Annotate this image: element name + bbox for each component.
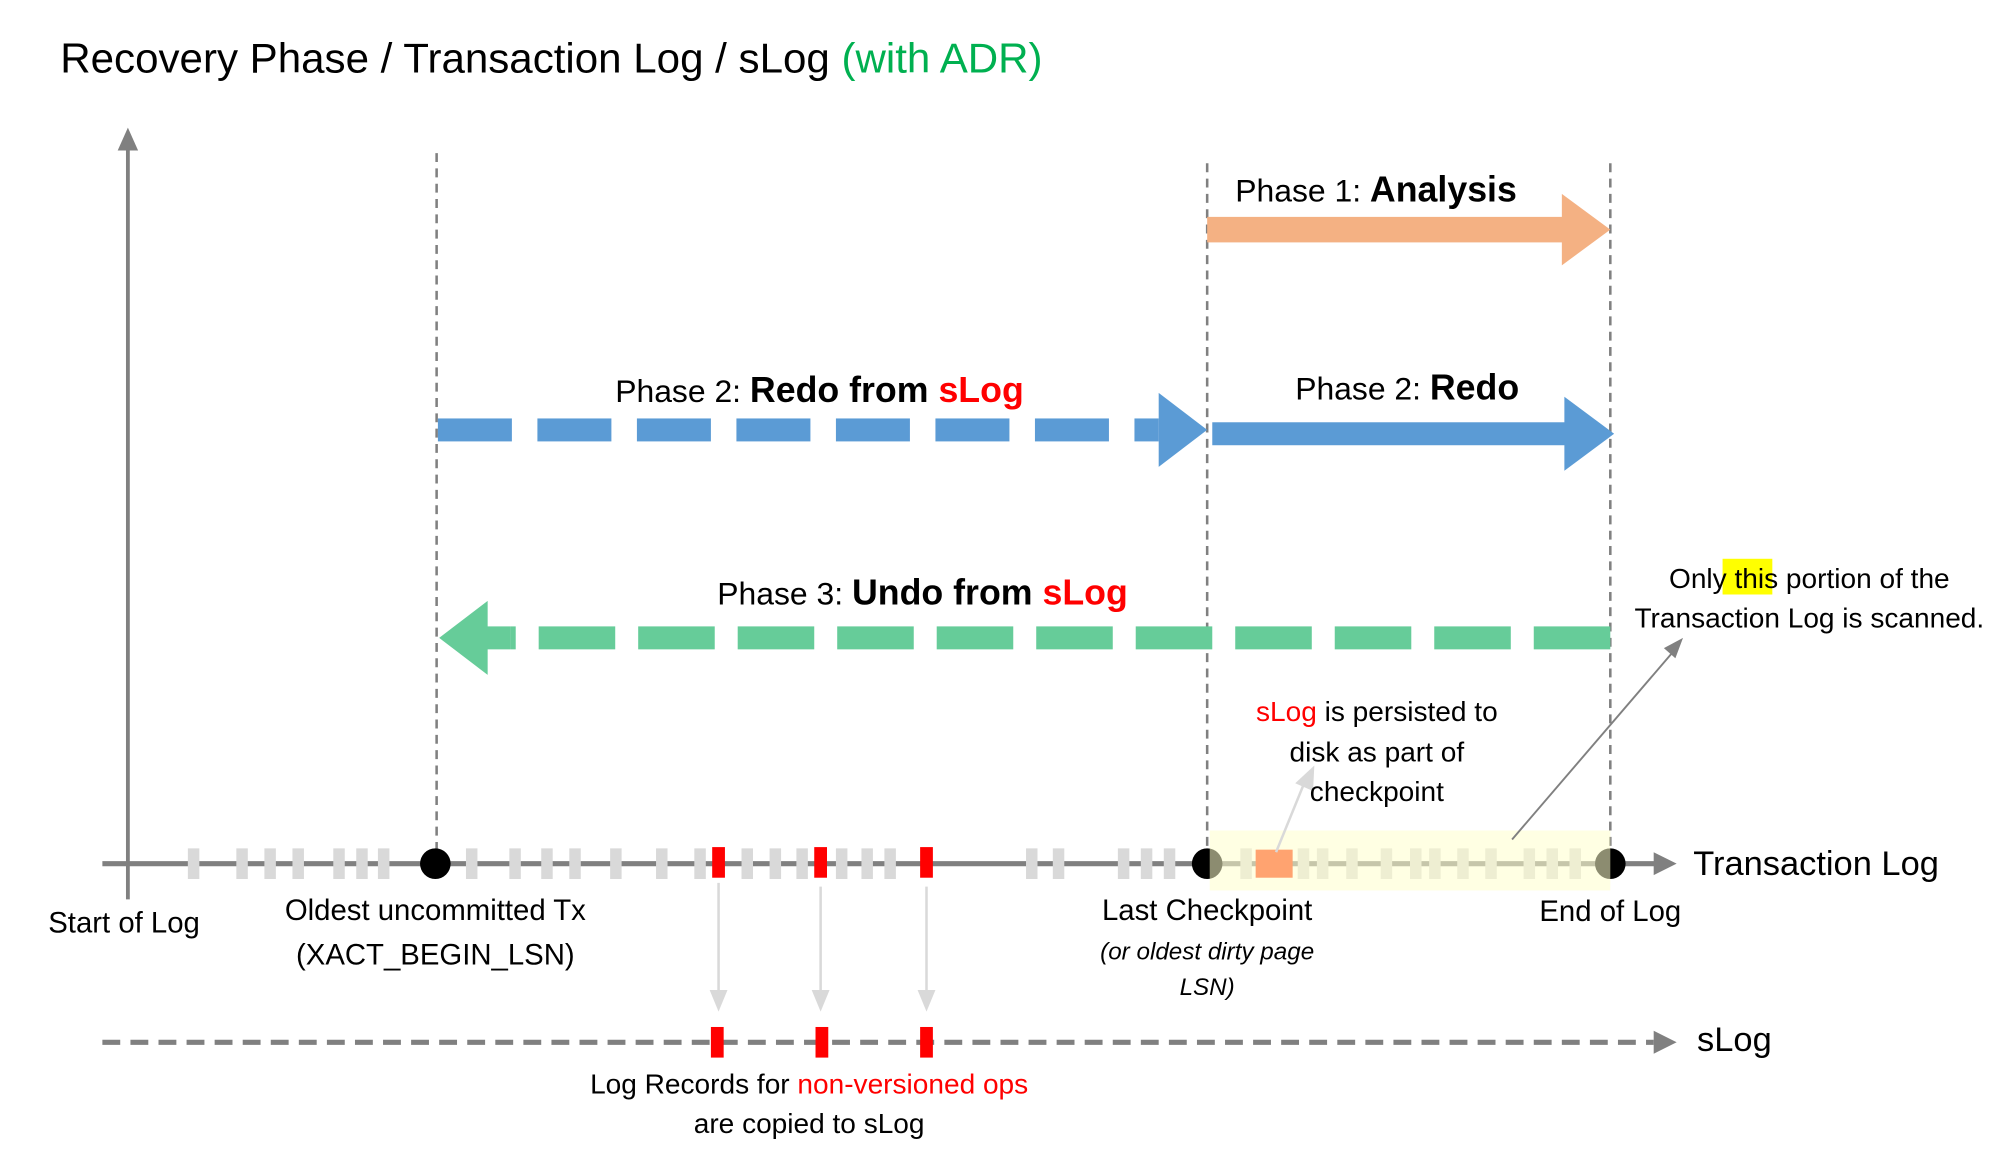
log-record <box>509 848 521 879</box>
log-record <box>1140 848 1153 879</box>
arrow-dash <box>935 418 1010 442</box>
log-record <box>835 848 848 879</box>
persist-note-1: sLog is persisted to <box>1256 696 1498 727</box>
log-record <box>884 848 896 879</box>
log-record <box>264 848 276 879</box>
non-versioned-log-record <box>712 847 725 878</box>
log-record <box>1163 848 1176 879</box>
guide-lines <box>435 153 1612 855</box>
arrow-dash <box>736 418 811 442</box>
undo-from-slog-arrow <box>439 600 1611 675</box>
scan-callout-arrowhead <box>1663 637 1684 659</box>
log-record <box>541 848 553 879</box>
arrow-dash <box>1235 626 1312 650</box>
phase3-label: Phase 3: Undo from sLog <box>717 573 1128 613</box>
start-of-log-label: Start of Log <box>48 907 200 940</box>
slog-label: sLog <box>1697 1021 1772 1059</box>
log-record <box>187 848 200 879</box>
phase2-label: Phase 2: Redo <box>1295 367 1519 407</box>
log-record <box>236 848 248 879</box>
log-record <box>610 848 622 879</box>
persist-note-2: disk as part of <box>1290 737 1465 768</box>
log-record <box>861 848 873 879</box>
arrow-dash <box>1533 626 1611 650</box>
phase1-label: Phase 1: Analysis <box>1235 170 1517 210</box>
arrow-dash <box>538 626 616 650</box>
log-record <box>356 848 368 879</box>
arrow-dash <box>485 626 511 650</box>
end-of-log-label: End of Log <box>1539 895 1681 928</box>
transaction-log-label: Transaction Log <box>1693 845 1939 883</box>
log-record <box>656 848 668 879</box>
scanned-portion-highlight <box>1209 830 1611 891</box>
arrow-dash <box>936 626 1014 650</box>
redo-from-slog-arrow <box>437 392 1208 467</box>
scan-note-1: Only this portion of the <box>1669 563 1950 594</box>
persist-callout-arrowhead <box>1295 765 1315 791</box>
log-record <box>769 848 782 879</box>
records-note-2: are copied to sLog <box>694 1108 925 1139</box>
slog-records <box>710 1026 933 1058</box>
y-axis-arrowhead <box>117 127 139 151</box>
non-versioned-log-record <box>814 847 827 878</box>
slog-arrowhead <box>1653 1030 1677 1054</box>
non-versioned-log-record <box>920 847 933 878</box>
arrow-dash <box>835 418 910 442</box>
analysis-arrow <box>1207 193 1611 266</box>
log-record <box>1026 848 1038 879</box>
log-record <box>333 848 345 879</box>
arrow-dash <box>1135 626 1213 650</box>
arrow-dash <box>737 626 815 650</box>
arrow-dash <box>837 626 914 650</box>
phase2-slog-label: Phase 2: Redo from sLog <box>615 370 1024 410</box>
log-record <box>569 848 581 879</box>
arrow-dash <box>1334 626 1412 650</box>
this-highlight <box>1722 558 1773 595</box>
scan-note-2: Transaction Log is scanned. <box>1634 603 1984 634</box>
title-suffix: (with ADR) <box>841 35 1042 82</box>
checkpoint-note-1: (or oldest dirty page <box>1100 938 1314 965</box>
checkpoint-note-2: LSN) <box>1180 974 1235 1001</box>
log-record <box>377 848 390 879</box>
arrow-dash <box>636 418 711 442</box>
arrow-head <box>1158 392 1208 467</box>
arrow-dash <box>510 626 516 650</box>
log-record <box>1117 848 1130 879</box>
records-note-1: Log Records for non-versioned ops <box>590 1068 1028 1099</box>
arrow-dash <box>437 418 512 442</box>
arrow-dash <box>1036 626 1113 650</box>
xact-begin-lsn-label: (XACT_BEGIN_LSN) <box>296 938 575 971</box>
arrow-dash <box>1034 418 1109 442</box>
arrow-dash <box>1134 418 1159 442</box>
last-checkpoint-label: Last Checkpoint <box>1102 894 1312 927</box>
scan-callout-arrow <box>1511 650 1675 841</box>
persist-note-3: checkpoint <box>1310 776 1444 807</box>
arrow-head <box>439 600 488 675</box>
oldest-tx-label: Oldest uncommitted Tx <box>285 894 586 927</box>
arrow-dash <box>537 418 612 442</box>
log-record <box>796 848 808 879</box>
log-record <box>741 848 754 879</box>
persist-callout-arrow <box>1274 782 1306 853</box>
page-title: Recovery Phase / Transaction Log / sLog … <box>60 35 1042 82</box>
log-record <box>292 848 304 879</box>
log-record <box>694 848 706 879</box>
slog-record <box>920 1026 933 1058</box>
log-record <box>465 848 478 879</box>
arrow-dash <box>638 626 715 650</box>
arrow-dash <box>1434 626 1511 650</box>
oldest-tx-marker <box>420 848 451 879</box>
slog-record <box>710 1026 724 1058</box>
redo-arrow <box>1212 396 1615 471</box>
slog-record <box>815 1026 829 1058</box>
log-record <box>1052 848 1065 879</box>
transaction-log-arrowhead <box>1653 852 1677 876</box>
copy-arrows <box>709 882 936 1012</box>
